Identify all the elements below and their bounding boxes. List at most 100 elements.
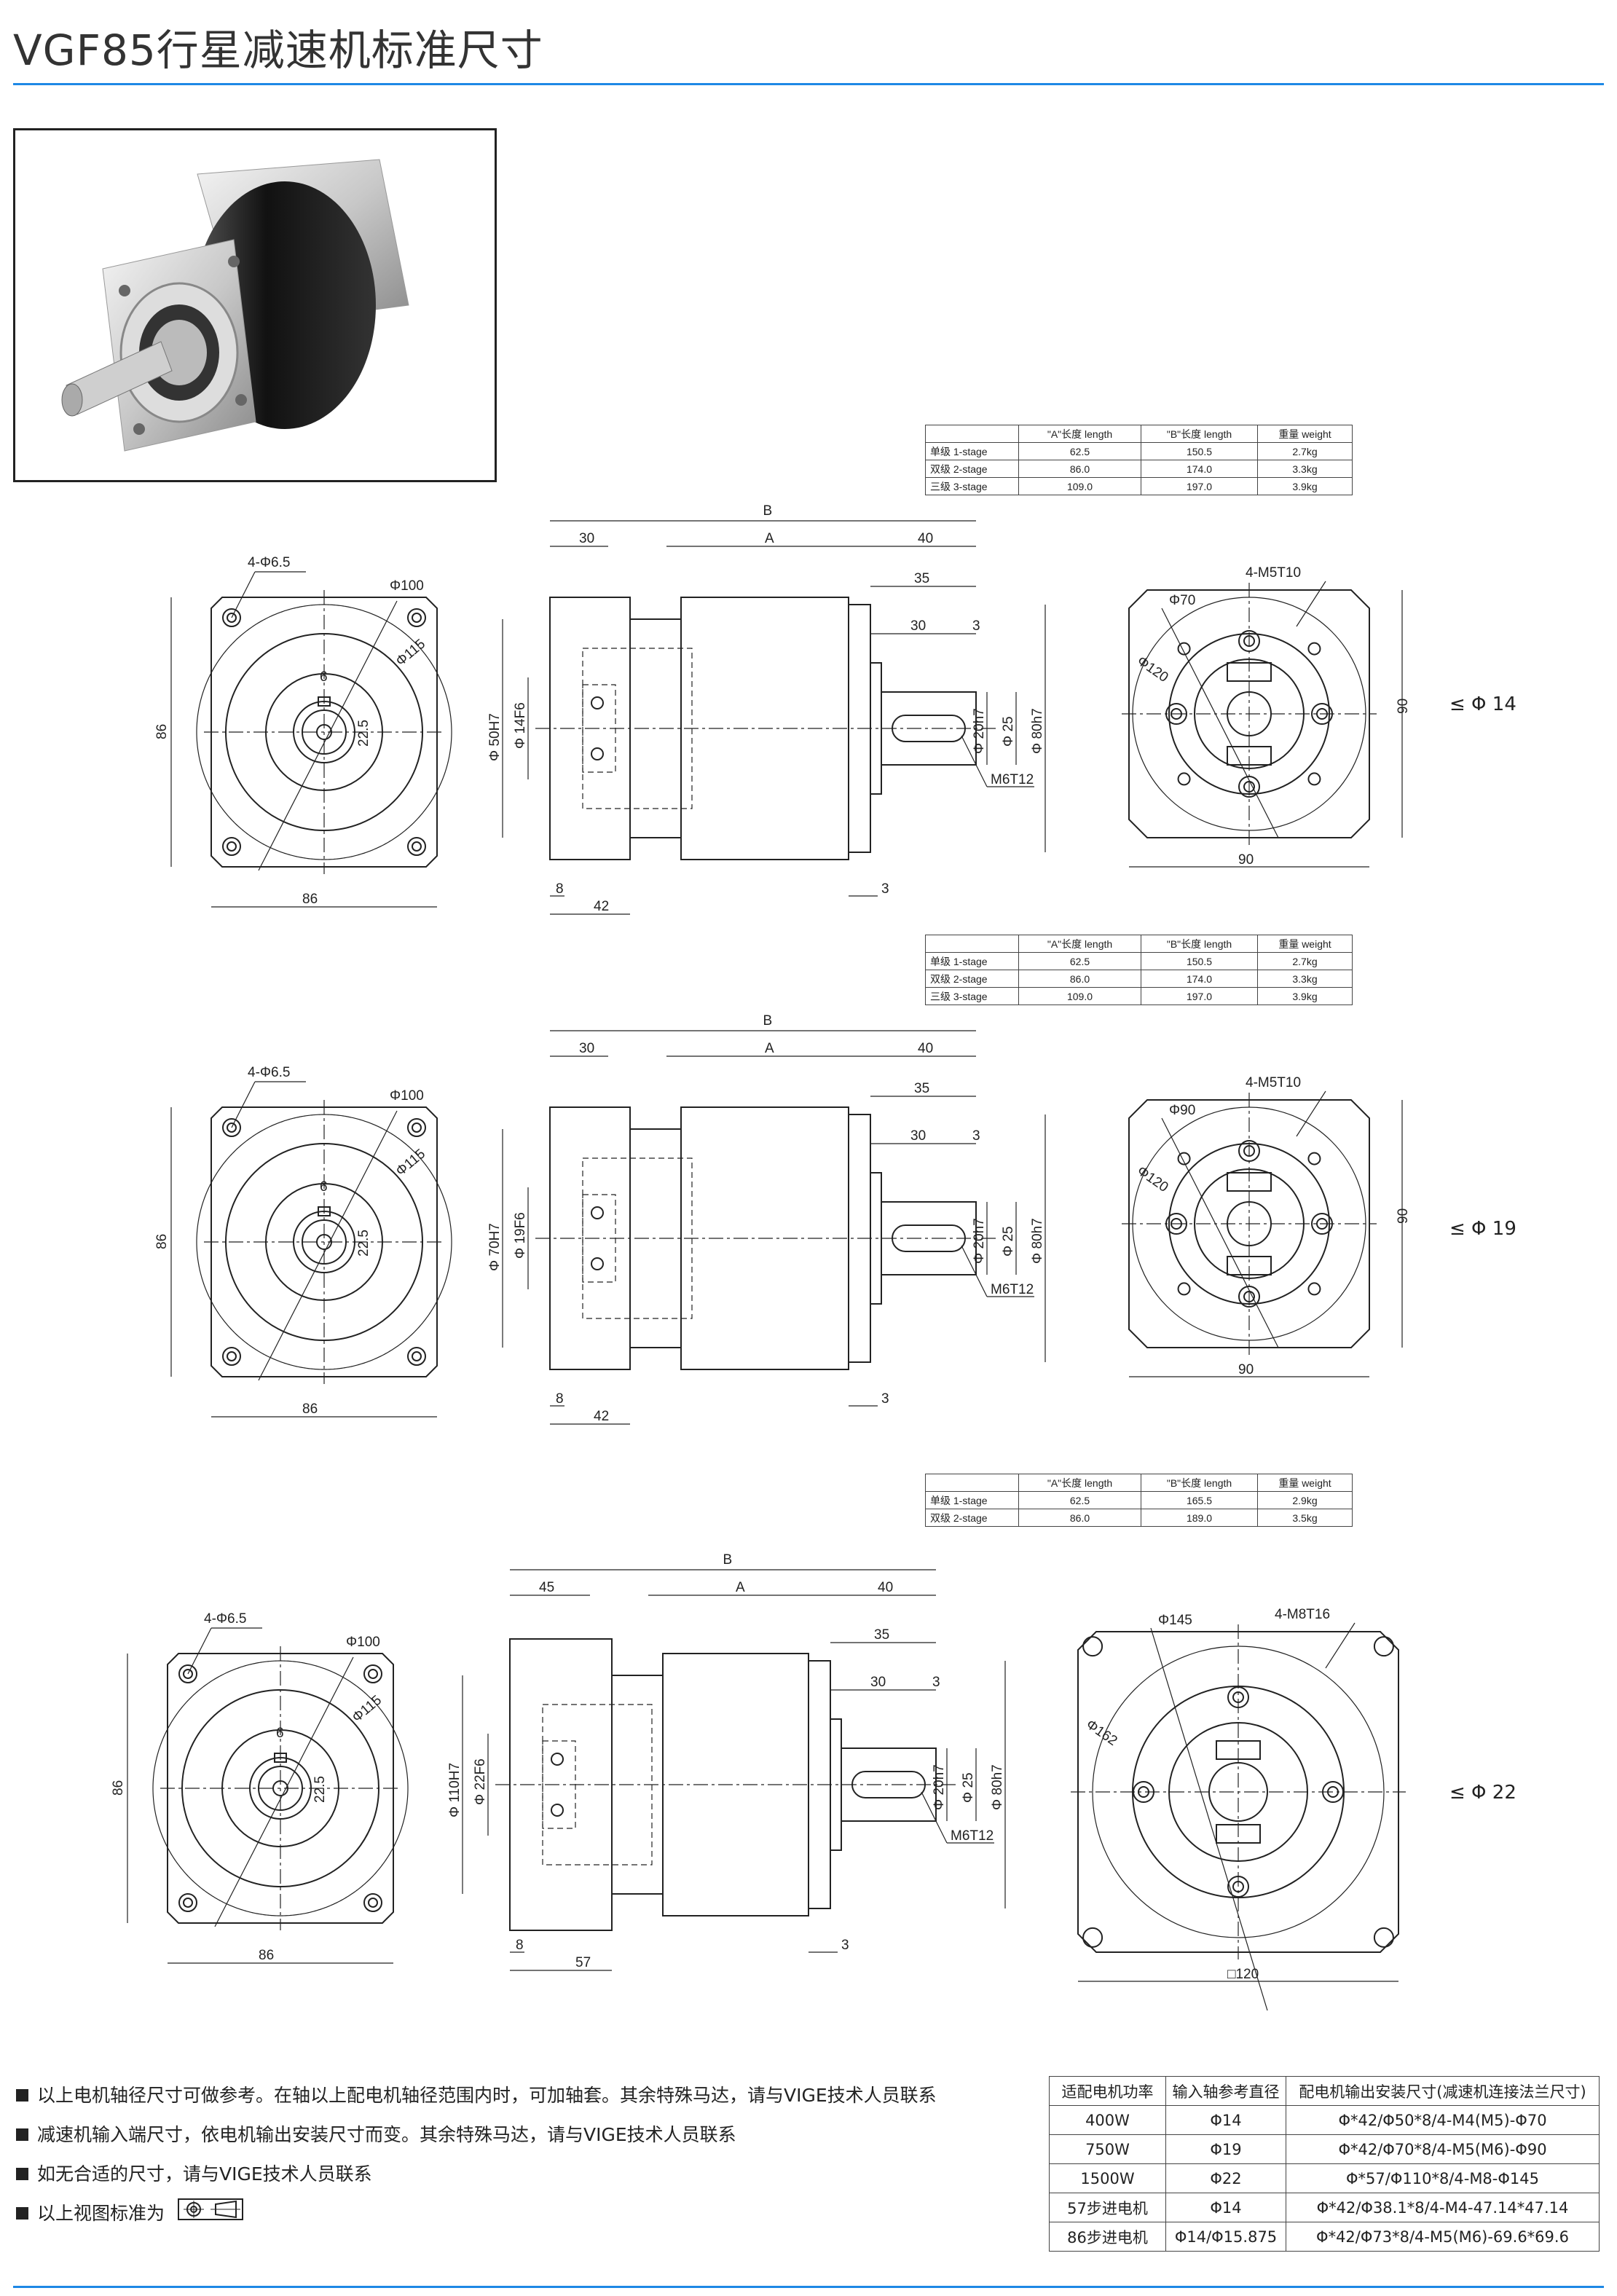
product-photo	[13, 128, 497, 482]
motor-table-cell: Φ*42/Φ38.1*8/4-M4-47.14*47.14	[1286, 2193, 1600, 2222]
dimension-label: 90	[1238, 1362, 1254, 1377]
shaft-note-2: ≤ Φ 19	[1449, 1218, 1516, 1240]
dimension-label: 8	[556, 881, 564, 897]
dimension-label: 35	[874, 1627, 889, 1643]
spec-table-cell: 重量 weight	[1257, 935, 1353, 953]
spec-table-cell: 三级 3-stage	[925, 987, 1019, 1005]
bullet-square-icon	[16, 2206, 28, 2220]
dimension-label: 3	[972, 618, 980, 634]
dimension-label: 86	[154, 1234, 170, 1249]
dimension-label: 86	[302, 892, 318, 907]
spec-table-cell: "A"长度 length	[1018, 425, 1141, 443]
spec-table-cell	[925, 1474, 1019, 1492]
dimension-label: 86	[154, 724, 170, 739]
projection-symbol-icon	[177, 2195, 243, 2234]
bullet-square-icon	[16, 2088, 28, 2102]
spec-table-cell: 2.7kg	[1257, 442, 1353, 460]
spec-table-cell: 174.0	[1141, 460, 1258, 478]
dimension-label: Φ 80h7	[1030, 1218, 1045, 1264]
motor-table-cell: Φ19	[1165, 2134, 1286, 2164]
dimension-label: Φ120	[1134, 1163, 1171, 1195]
spec-table-cell: "A"长度 length	[1018, 935, 1141, 953]
dimension-label: 90	[1396, 1208, 1411, 1224]
dimension-label: 22.5	[356, 720, 371, 747]
spec-table-cell: 109.0	[1018, 477, 1141, 495]
dimension-label: M6T12	[991, 1282, 1034, 1297]
spec-table-cell: 62.5	[1018, 952, 1141, 970]
note-item: 以上电机轴径尺寸可做参考。在轴以上配电机轴径范围内时，可加轴套。其余特殊马达，请…	[16, 2076, 1021, 2115]
dimension-label: 40	[918, 1041, 933, 1056]
footer-divider	[13, 2286, 1604, 2288]
motor-table-cell: Φ14	[1165, 2105, 1286, 2135]
spec-table-cell: 174.0	[1141, 970, 1258, 988]
dimension-label: A	[765, 531, 774, 546]
motor-table-cell: Φ*42/Φ70*8/4-M5(M6)-Φ90	[1286, 2134, 1600, 2164]
spec-table-cell: 3.3kg	[1257, 460, 1353, 478]
dimension-label: B	[763, 1013, 773, 1029]
spec-table-cell: 单级 1-stage	[925, 1491, 1019, 1509]
spec-table-cell: 62.5	[1018, 442, 1141, 460]
dimension-label: Φ100	[346, 1635, 380, 1650]
dimension-label: 3	[972, 1128, 980, 1144]
spec-table-cell: 150.5	[1141, 952, 1258, 970]
dimension-label: 42	[594, 1409, 609, 1424]
dimension-label: Φ 70H7	[487, 1223, 503, 1271]
dimension-label: 30	[870, 1675, 886, 1690]
spec-table-cell	[925, 425, 1019, 443]
dimension-label: Φ 20h7	[932, 1764, 947, 1810]
dimension-label: Φ 80h7	[990, 1764, 1005, 1810]
spec-table-cell: 86.0	[1018, 1509, 1141, 1527]
spec-table-cell: 3.3kg	[1257, 970, 1353, 988]
dimension-label: 90	[1238, 852, 1254, 868]
dimension-label: 4-Φ6.5	[248, 555, 290, 570]
motor-table-cell: 750W	[1049, 2134, 1166, 2164]
spec-table-cell: 双级 2-stage	[925, 1509, 1019, 1527]
dimension-label: Φ162	[1083, 1717, 1120, 1749]
dimension-label: 40	[918, 531, 933, 546]
dimension-label: 4-M5T10	[1246, 565, 1301, 581]
dimension-label: Φ 20h7	[972, 708, 987, 754]
spec-table-cell: 3.5kg	[1257, 1509, 1353, 1527]
motor-table-cell: 1500W	[1049, 2163, 1166, 2193]
spec-table-cell: 86.0	[1018, 970, 1141, 988]
spec-table-cell: "B"长度 length	[1141, 935, 1258, 953]
dimension-label: Φ100	[390, 1088, 424, 1104]
dimension-label: 86	[259, 1948, 274, 1963]
motor-table-cell: 适配电机功率	[1049, 2076, 1166, 2106]
motor-table-cell: Φ*57/Φ110*8/4-M8-Φ145	[1286, 2163, 1600, 2193]
dimension-label: 57	[575, 1955, 591, 1970]
dimension-label: 42	[594, 899, 609, 914]
motor-table-row: 适配电机功率输入轴参考直径配电机输出安装尺寸(减速机连接法兰尺寸)	[1049, 2076, 1600, 2106]
spec-table-cell: "A"长度 length	[1018, 1474, 1141, 1492]
dimension-label: Φ 19F6	[513, 1212, 528, 1259]
spec-table-cell: 重量 weight	[1257, 425, 1353, 443]
dimension-label: Φ 14F6	[513, 702, 528, 749]
dimension-label: 40	[878, 1580, 893, 1595]
motor-table-cell: 86步进电机	[1049, 2222, 1166, 2252]
dimension-label: 8	[516, 1938, 524, 1953]
dimension-label: A	[765, 1041, 774, 1056]
spec-table-cell: 重量 weight	[1257, 1474, 1353, 1492]
